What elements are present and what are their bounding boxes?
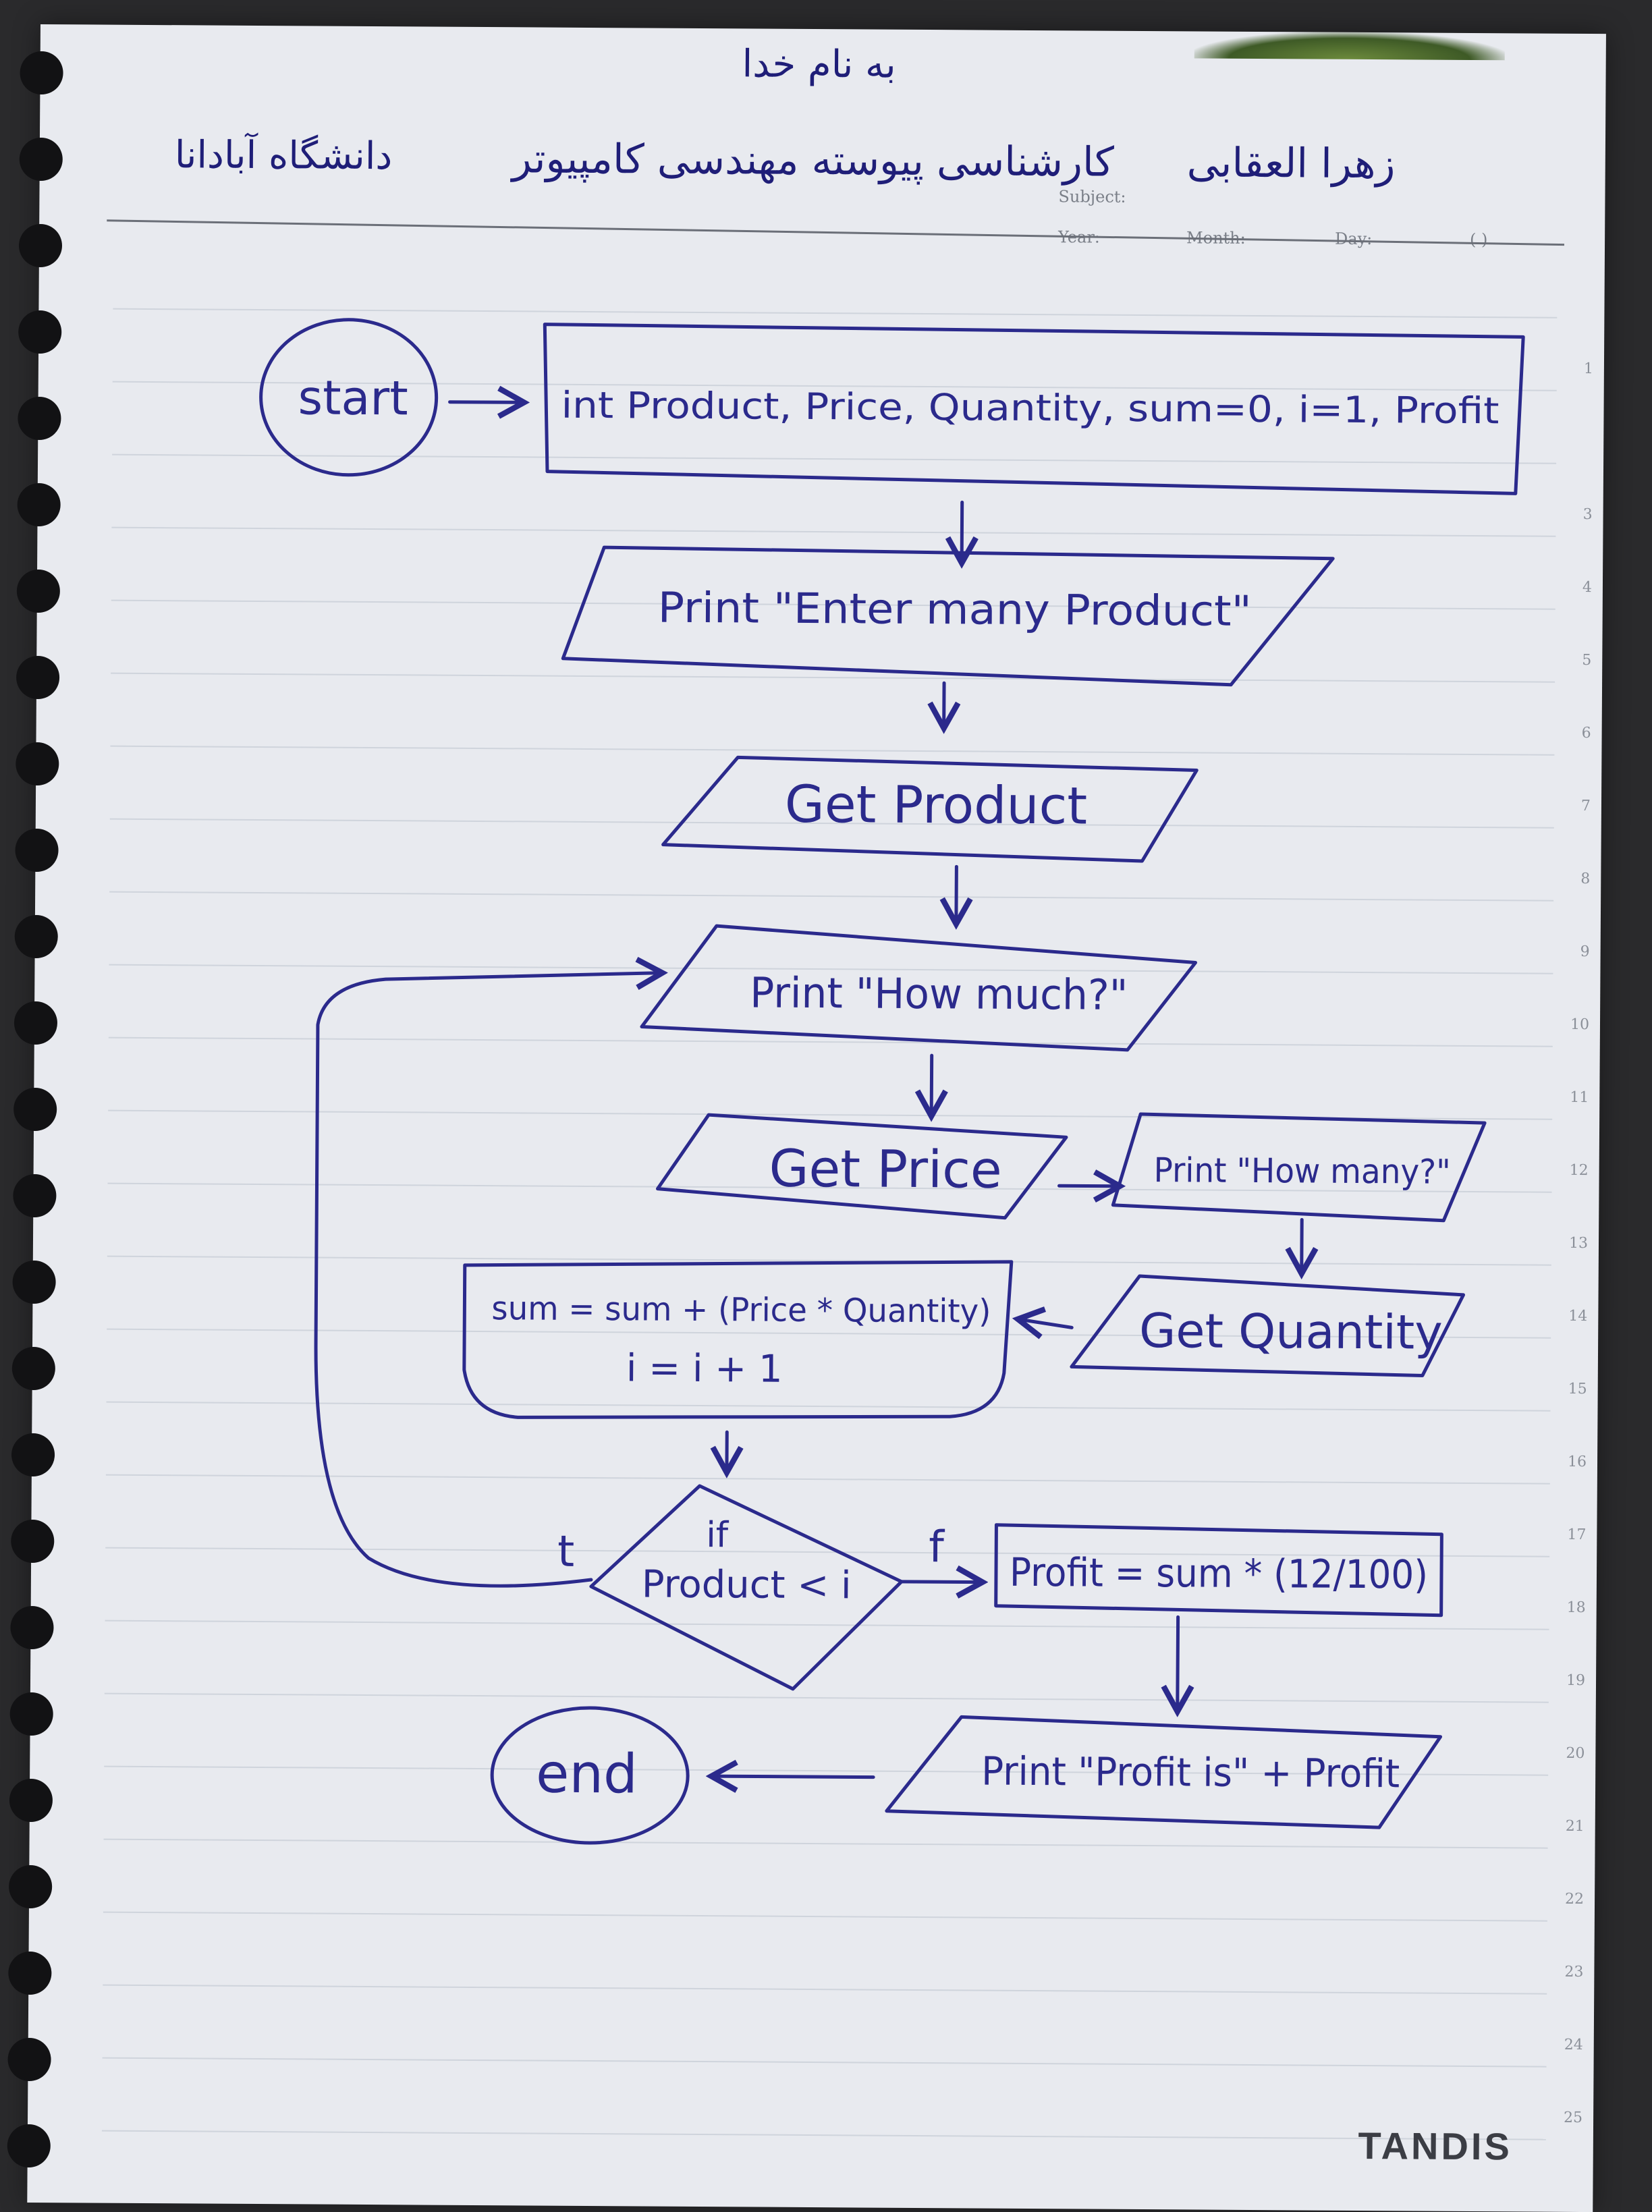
arrow-print-end — [711, 1776, 873, 1777]
brand-logo: TANDIS — [1358, 2124, 1512, 2168]
get-product-label: Get Product — [785, 774, 1088, 836]
process-line1: sum = sum + (Price * Quantity) — [491, 1290, 991, 1331]
print-how-much-label: Print "How much?" — [750, 968, 1128, 1019]
false-label: f — [929, 1522, 945, 1572]
arrow-print-get-price — [931, 1055, 932, 1116]
arrow-get-product-print — [956, 866, 957, 924]
get-price-label: Get Price — [769, 1138, 1002, 1200]
start-label: start — [298, 370, 408, 426]
flowchart: start int Product, Price, Quantity, sum=… — [27, 24, 1606, 2212]
true-label: t — [557, 1527, 575, 1577]
arrow-start-declare — [450, 402, 524, 403]
profit-calc-label: Profit = sum * (12/100) — [1010, 1549, 1428, 1598]
print-enter-label: Print "Enter many Product" — [658, 583, 1252, 636]
decision-condition: Product < i — [642, 1562, 852, 1607]
get-quantity-label: Get Quantity — [1139, 1303, 1443, 1360]
print-profit-label: Print "Profit is" + Profit — [981, 1748, 1400, 1797]
process-box — [464, 1259, 1011, 1420]
end-label: end — [536, 1742, 638, 1806]
declare-label: int Product, Price, Quantity, sum=0, i=1… — [561, 384, 1499, 432]
loop-true-arrow — [314, 971, 663, 1587]
print-how-many-label: Print "How many?" — [1153, 1151, 1450, 1192]
arrow-quantity-process — [1018, 1319, 1072, 1327]
process-line2: i = i + 1 — [626, 1346, 783, 1391]
decision-if: if — [706, 1515, 729, 1555]
